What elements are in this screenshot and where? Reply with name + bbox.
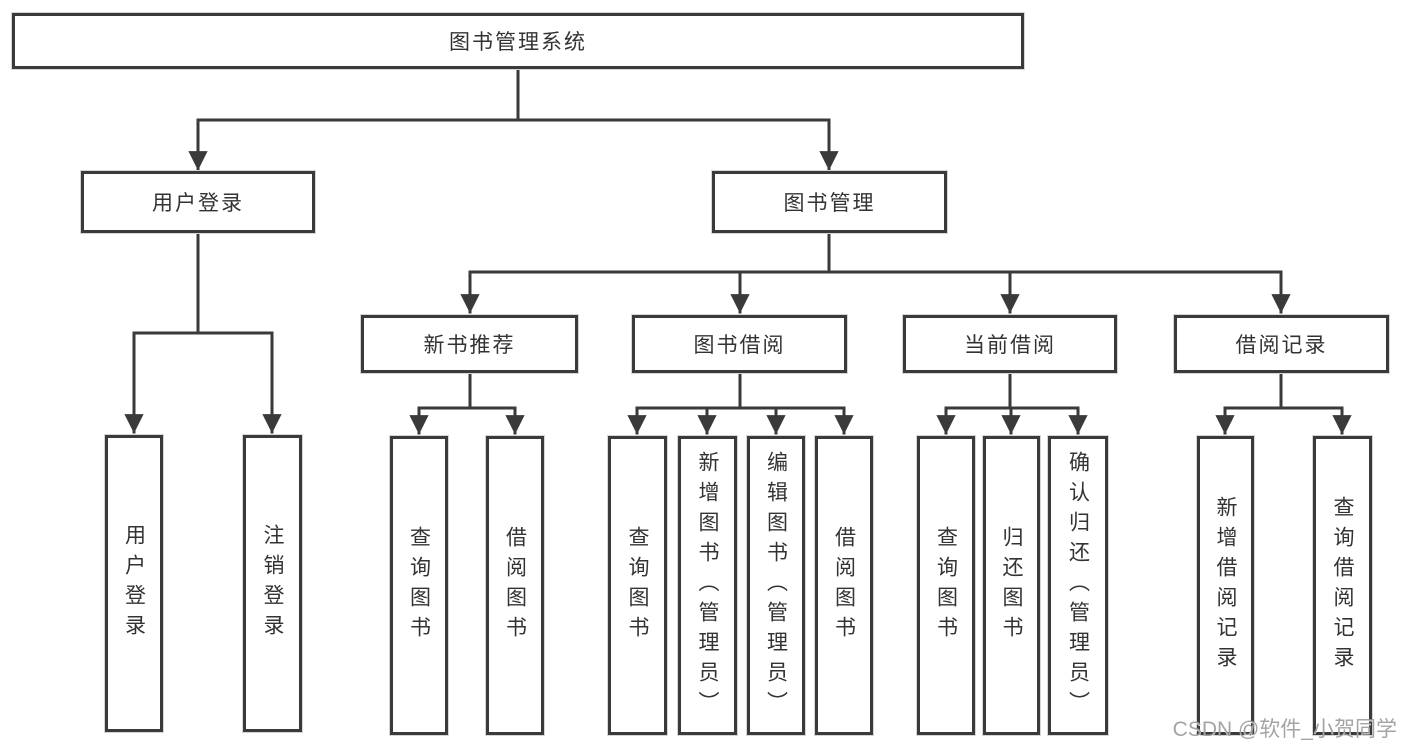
node-logout: 注销登录 — [243, 435, 302, 732]
node-label: 查询图书 — [626, 525, 649, 646]
node-label: 当前借阅 — [964, 334, 1056, 357]
node-add-borrow-record: 新增借阅记录 — [1197, 436, 1254, 735]
node-current-borrowing: 当前借阅 — [903, 315, 1117, 373]
node-edit-book-admin: 编辑图书（管理员） — [747, 436, 805, 735]
node-borrowing-records: 借阅记录 — [1174, 315, 1389, 373]
node-query-books-borrowing: 查询图书 — [608, 436, 667, 735]
node-borrow-books-recommend: 借阅图书 — [486, 436, 544, 735]
node-label: 新增图书（管理员） — [696, 450, 719, 721]
node-add-book-admin: 新增图书（管理员） — [678, 436, 737, 735]
node-label: 注销登录 — [261, 523, 284, 644]
node-label: 图书管理 — [783, 192, 876, 215]
node-return-book: 归还图书 — [983, 436, 1040, 735]
node-label: 用户登录 — [122, 523, 146, 644]
watermark: CSDN @软件_小贺同学 — [1172, 718, 1397, 741]
node-label: 图书借阅 — [693, 334, 786, 357]
node-book-borrowing: 图书借阅 — [632, 315, 847, 373]
node-library-management-system: 图书管理系统 — [12, 13, 1024, 69]
node-label: 借阅图书 — [832, 525, 856, 646]
node-query-borrow-record: 查询借阅记录 — [1313, 436, 1372, 735]
node-label: 确认归还（管理员） — [1066, 450, 1090, 721]
node-label: 编辑图书（管理员） — [764, 450, 788, 721]
node-label: 查询借阅记录 — [1331, 495, 1354, 676]
node-label: 归还图书 — [1000, 525, 1023, 646]
node-book-management: 图书管理 — [712, 171, 947, 233]
node-label: 新增借阅记录 — [1214, 495, 1237, 676]
node-query-books-recommend: 查询图书 — [390, 436, 448, 735]
node-label: 新书推荐 — [423, 334, 516, 357]
node-label: 用户登录 — [152, 192, 244, 215]
node-confirm-return-admin: 确认归还（管理员） — [1048, 436, 1108, 735]
node-label: 借阅图书 — [503, 525, 527, 646]
node-borrow-books: 借阅图书 — [815, 436, 873, 735]
node-label: 借阅记录 — [1235, 334, 1328, 357]
node-query-books-current: 查询图书 — [917, 436, 975, 735]
node-new-book-recommendation: 新书推荐 — [361, 315, 578, 373]
node-user-login: 用户登录 — [81, 171, 315, 233]
node-label: 查询图书 — [934, 525, 958, 646]
node-label: 图书管理系统 — [449, 31, 587, 54]
node-label: 查询图书 — [407, 525, 431, 646]
node-user-login-leaf: 用户登录 — [105, 435, 163, 732]
